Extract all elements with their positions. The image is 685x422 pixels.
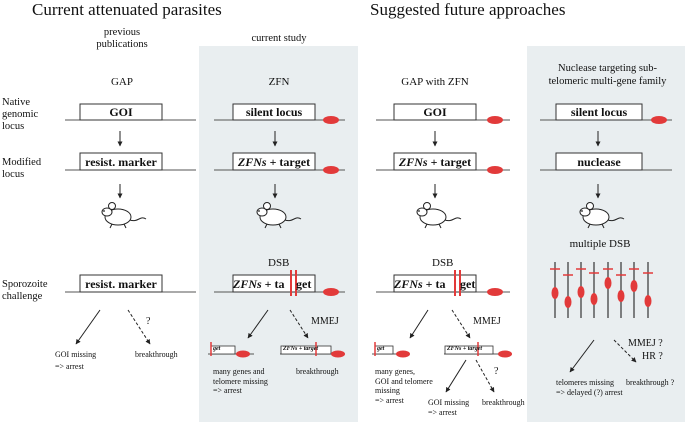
mmej-q-label: MMEJ ?: [628, 338, 663, 349]
col-zfn: ZFN: [268, 76, 290, 88]
double-strand-break-mark: [290, 270, 461, 296]
zfns-target-small-label: ZFNs + target: [447, 346, 483, 352]
dsb-label: DSB: [268, 257, 290, 269]
zfns-target-label: ZFNs + target: [237, 155, 311, 169]
nuclease-label: nuclease: [577, 155, 621, 169]
goi-label: GOI: [423, 105, 447, 119]
outcome-telomeres-missing: telomeres missing => delayed (?) arrest: [556, 378, 623, 397]
box-goi-1: [79, 103, 163, 121]
outcome-arrest: => arrest: [55, 362, 84, 371]
get-label: get: [460, 277, 476, 291]
outcome-breakthrough-q: breakthrough ?: [626, 378, 675, 387]
row-modified-locus: Modified locus: [2, 157, 42, 180]
zfns-target-label: ZFNs + target: [398, 155, 472, 169]
hr-q-label: HR ?: [642, 351, 663, 362]
panel-nuclease: [527, 46, 685, 422]
box-silent-1: [232, 103, 316, 121]
silent-locus-label: silent locus: [245, 105, 303, 119]
col-nuclease: Nuclease targeting sub- telomeric multi-…: [548, 63, 667, 87]
dsb-label: DSB: [432, 257, 454, 269]
row-sporozoite-challenge: Sporozoite challenge: [2, 279, 48, 302]
col-current-study: current study: [251, 33, 307, 44]
col-gap: GAP: [110, 76, 133, 88]
resist-marker-label: resist. marker: [85, 277, 157, 291]
zfns-target-small-label: ZFNs + target: [283, 346, 319, 352]
panel-current-study: [199, 46, 358, 422]
silent-locus-label: silent locus: [570, 105, 628, 119]
outcome-many-genes-goi: many genes, GOI and telomere missing => …: [375, 367, 433, 405]
get-small-label: get: [213, 346, 221, 352]
box-goi-2: [393, 103, 477, 121]
heading-future: Suggested future approaches: [370, 0, 566, 19]
get-label: get: [296, 277, 312, 291]
get-small-label: get: [377, 346, 385, 352]
outcome-breakthrough: breakthrough: [296, 367, 339, 376]
outcome-breakthrough: breakthrough: [135, 350, 178, 359]
goi-label: GOI: [109, 105, 133, 119]
col-previous-publications: previous publications: [96, 27, 148, 50]
resist-marker-label: resist. marker: [85, 155, 157, 169]
mmej-label: MMEJ: [311, 316, 339, 327]
multiple-dsb-label: multiple DSB: [569, 238, 631, 250]
outcome-breakthrough: breakthrough: [482, 398, 525, 407]
question-mark: ?: [494, 366, 499, 377]
heading-current: Current attenuated parasites: [32, 0, 222, 19]
zfns-ta-label: ZFNs + ta: [233, 277, 285, 291]
outcome-goi-missing-arrest: GOI missing => arrest: [428, 398, 470, 417]
col-gap-zfn: GAP with ZFN: [401, 76, 469, 88]
outcome-goi-missing: GOI missing: [55, 350, 97, 359]
outcome-many-genes-telomere: many genes and telomere missing => arres…: [213, 367, 268, 395]
question-mark: ?: [146, 316, 151, 327]
box-silent-2: [555, 103, 643, 121]
mouse-icon: [101, 202, 147, 229]
mmej-label: MMEJ: [473, 316, 501, 327]
zfns-ta-label: ZFNs + ta: [394, 277, 446, 291]
mouse-icon: [416, 202, 462, 229]
row-native-locus: Native genomic locus: [2, 97, 39, 132]
